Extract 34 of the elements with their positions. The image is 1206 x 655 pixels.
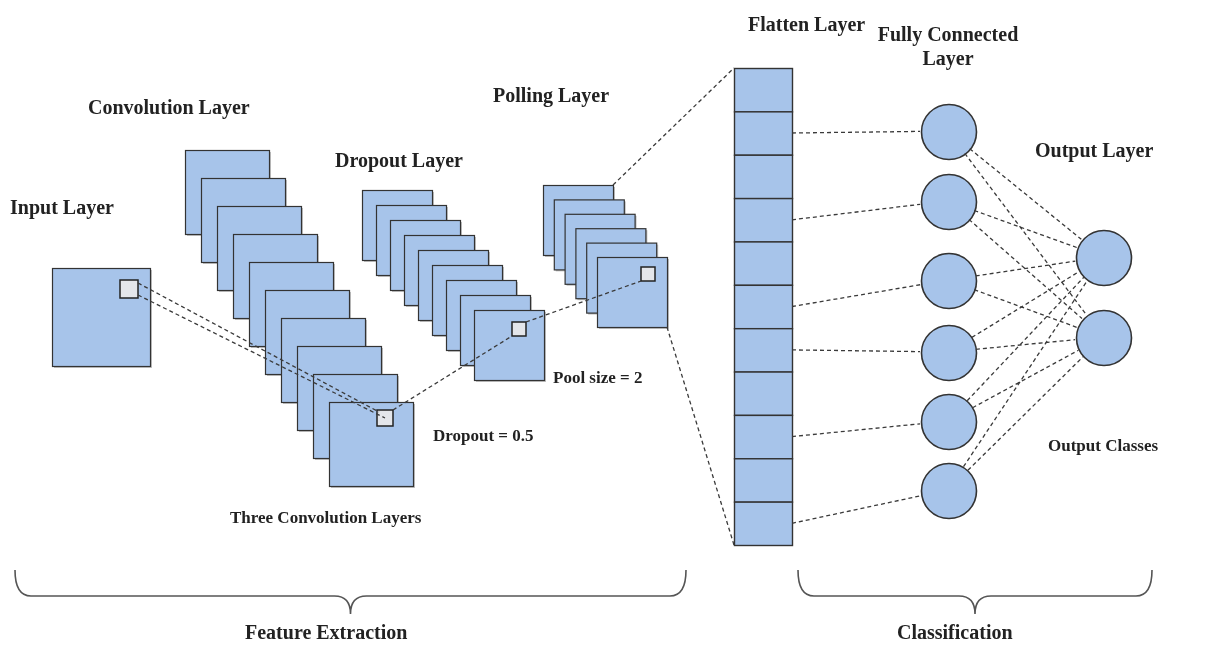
dashed-line: [137, 282, 386, 419]
dashed-line: [966, 276, 1085, 402]
layer-title: Convolution Layer: [88, 95, 250, 119]
dashed-line: [791, 423, 921, 438]
parameter-note: Pool size = 2: [553, 368, 643, 389]
dashed-line: [791, 349, 921, 353]
dashed-line: [612, 67, 735, 546]
section-label: Feature Extraction: [245, 620, 408, 644]
dashed-line: [971, 349, 1080, 409]
layer-title: Polling Layer: [493, 83, 610, 107]
dashed-line: [967, 356, 1084, 471]
dashed-line: [969, 148, 1082, 240]
dashed-line: [525, 280, 642, 323]
caption-text: Three Convolution Layers: [230, 508, 422, 529]
dashed-line: [968, 218, 1083, 320]
dashed-line: [964, 152, 1087, 316]
dashed-line: [791, 130, 921, 134]
layer-title: Output Layer: [1035, 138, 1154, 162]
dashed-line: [791, 495, 922, 524]
dashed-line: [791, 203, 921, 221]
parameter-note: Output Classes: [1048, 436, 1159, 457]
section-label: Classification: [897, 620, 1013, 644]
dashed-line: [971, 270, 1080, 339]
layer-title: Fully Connected Layer: [876, 22, 1020, 70]
dashed-line: [973, 209, 1078, 249]
parameter-note: Dropout = 0.5: [433, 426, 534, 447]
dashed-line: [975, 260, 1076, 277]
layer-title: Dropout Layer: [335, 148, 463, 172]
dashed-line: [962, 279, 1089, 468]
layer-title: Input Layer: [10, 195, 114, 219]
layer-title: Flatten Layer: [748, 12, 866, 36]
dashed-line: [975, 339, 1076, 350]
dashed-line: [973, 289, 1078, 328]
dashed-line: [791, 284, 922, 308]
